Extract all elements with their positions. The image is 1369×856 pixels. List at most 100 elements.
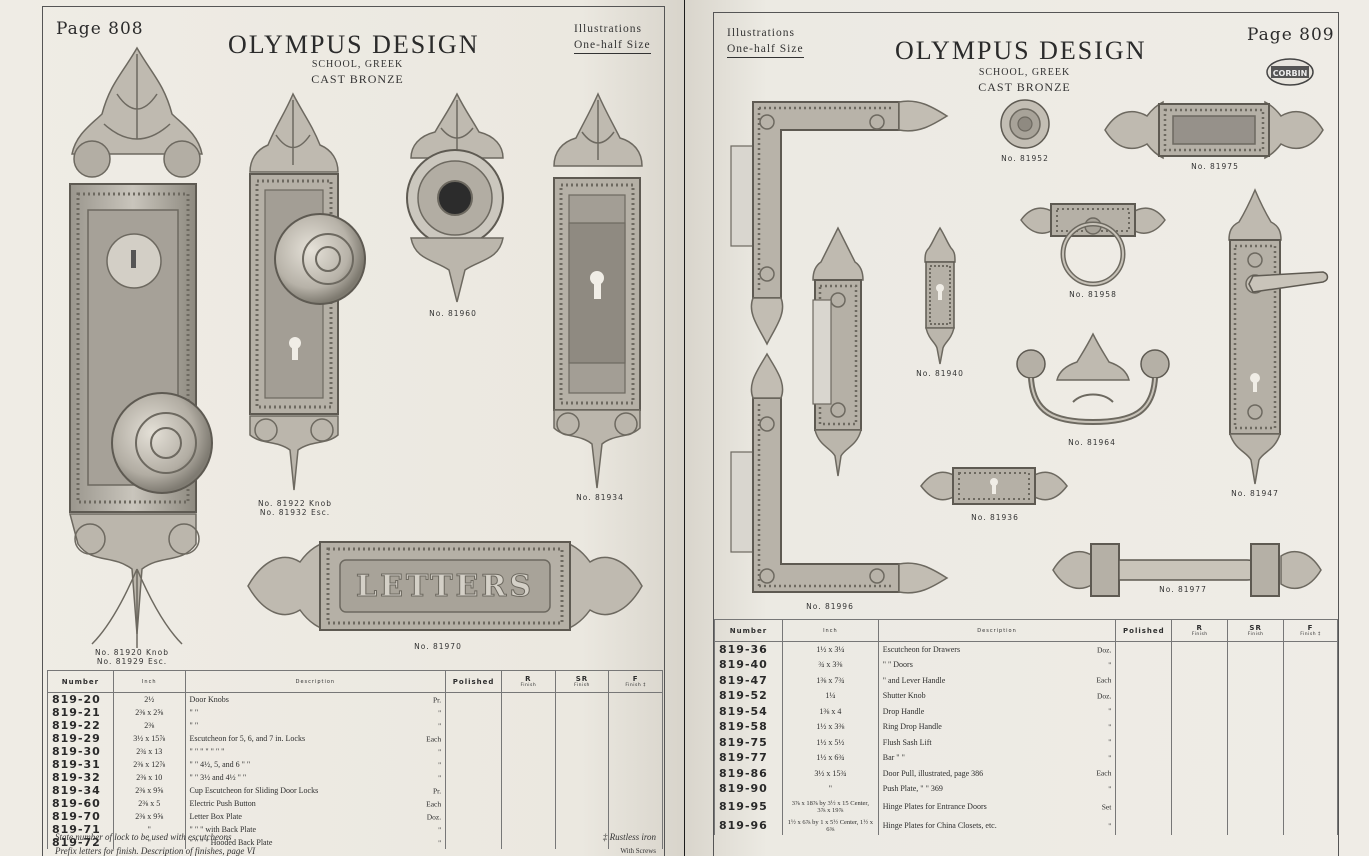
sr-finish-cell: [1227, 719, 1285, 735]
item-size: 3½ x 15⅞: [112, 732, 186, 745]
catalog-page-809: Illustrations One-half Size Page 809 OLY…: [685, 0, 1369, 856]
caption-81996: No. 81996: [806, 602, 854, 611]
table-row: 819-90"Push Plate, " " 369": [714, 781, 1338, 797]
item-unit: Doz.: [1096, 645, 1112, 654]
sr-finish-cell: [554, 758, 610, 771]
f-finish-cell: [1283, 657, 1338, 673]
caption-81940: No. 81940: [916, 369, 964, 378]
r-finish-cell: [1171, 781, 1229, 797]
item-unit: ": [438, 760, 442, 769]
letters-embossing: LETTERS: [356, 569, 534, 604]
polished-cell: [445, 732, 503, 745]
item-number: 819-72: [47, 836, 114, 849]
item-unit: ": [1108, 660, 1112, 670]
f-finish-cell: [608, 732, 663, 745]
caption-81947: No. 81947: [1231, 489, 1279, 498]
item-number: 819-71: [47, 823, 114, 836]
page-frame: [713, 12, 1339, 856]
sr-finish-cell: [1227, 672, 1285, 688]
f-finish-cell: [608, 719, 663, 732]
sr-finish-cell: [1227, 688, 1285, 704]
col-inch: Inch: [112, 670, 186, 693]
item-size: 1½ x 3⅜: [781, 719, 879, 735]
page-number: Page 809: [1247, 25, 1335, 45]
knob-escutcheon-81920-illustration: [69, 46, 213, 648]
item-size: 2⅜: [112, 719, 186, 732]
sr-finish-cell: [554, 771, 610, 784]
escutcheon-81940-illustration: [924, 226, 956, 365]
finish-label: Finish: [520, 683, 537, 688]
flush-sash-lift-81975-illustration: [1104, 100, 1324, 160]
item-unit: ": [1108, 706, 1112, 716]
footnote-line: Prefix letters for finish. Description o…: [55, 846, 256, 856]
knob-escutcheon-81922-illustration: [249, 92, 366, 491]
item-description: Drop Handle": [877, 703, 1117, 719]
item-unit: ": [438, 773, 442, 782]
item-number: 819-31: [47, 758, 114, 771]
polished-cell: [445, 692, 503, 706]
caption-81975: No. 81975: [1191, 162, 1239, 171]
col-inch: Inch: [781, 619, 879, 642]
finish-label: Finish ‡: [625, 683, 646, 688]
item-size: 2⅜ x 12⅞: [112, 758, 186, 771]
item-number: 819-95: [714, 796, 783, 817]
f-finish-cell: [608, 771, 663, 784]
item-number: 819-36: [714, 641, 783, 657]
hinge-plate-81996-illustration: [730, 100, 949, 594]
illustrations-label: Illustrations: [574, 23, 642, 35]
material-label: CAST BRONZE: [978, 80, 1071, 94]
sr-finish-cell: [1227, 816, 1285, 835]
item-number: 819-32: [47, 771, 114, 784]
item-unit: ": [438, 747, 442, 756]
item-description: " " Doors": [877, 657, 1117, 673]
f-label: F: [632, 675, 639, 683]
r-finish-cell: [1171, 703, 1229, 719]
item-size: 3⅞ x 18⅞ by 3½ x 15 Center, 3⅞ x 19⅞: [781, 796, 879, 817]
item-size: 2⅜ x 5: [112, 797, 186, 810]
item-number: 819-34: [47, 784, 114, 797]
polished-cell: [1115, 672, 1173, 688]
item-number: 819-47: [714, 672, 783, 688]
item-size: 1⅜ x 7¾: [781, 672, 879, 688]
f-finish-cell: [1283, 796, 1338, 817]
r-finish-cell: [501, 732, 556, 745]
page-title: OLYMPUS DESIGN: [228, 30, 480, 59]
polished-cell: [1115, 641, 1173, 657]
polished-cell: [1115, 703, 1173, 719]
sr-finish-cell: [1227, 765, 1285, 781]
sr-finish-cell: [554, 797, 610, 810]
col-description: Description: [184, 670, 447, 693]
col-number: Number: [47, 670, 114, 693]
finish-label: Finish: [1191, 632, 1208, 637]
f-finish-cell: [608, 784, 663, 797]
corbin-logo: CORBIN: [1266, 58, 1314, 86]
item-size: ": [781, 781, 879, 797]
caption-81970: No. 81970: [414, 642, 462, 651]
caption-line: No. 81929 Esc.: [96, 657, 168, 666]
item-number: 819-60: [47, 797, 114, 810]
f-finish-cell: [608, 758, 663, 771]
r-finish-cell: [501, 797, 556, 810]
caption-line: No. 81920 Knob: [94, 648, 170, 657]
f-finish-cell: [1283, 765, 1338, 781]
r-finish-cell: [501, 771, 556, 784]
item-description: Push Plate, " " 369": [877, 781, 1117, 797]
sr-label: SR: [575, 675, 589, 683]
footnote-line: With Screws: [620, 847, 656, 855]
footnote-line: State number of lock to be used with esc…: [55, 832, 232, 842]
polished-cell: [1115, 816, 1173, 835]
polished-cell: [1115, 781, 1173, 797]
item-size: 3½ x 15¾: [781, 765, 879, 781]
